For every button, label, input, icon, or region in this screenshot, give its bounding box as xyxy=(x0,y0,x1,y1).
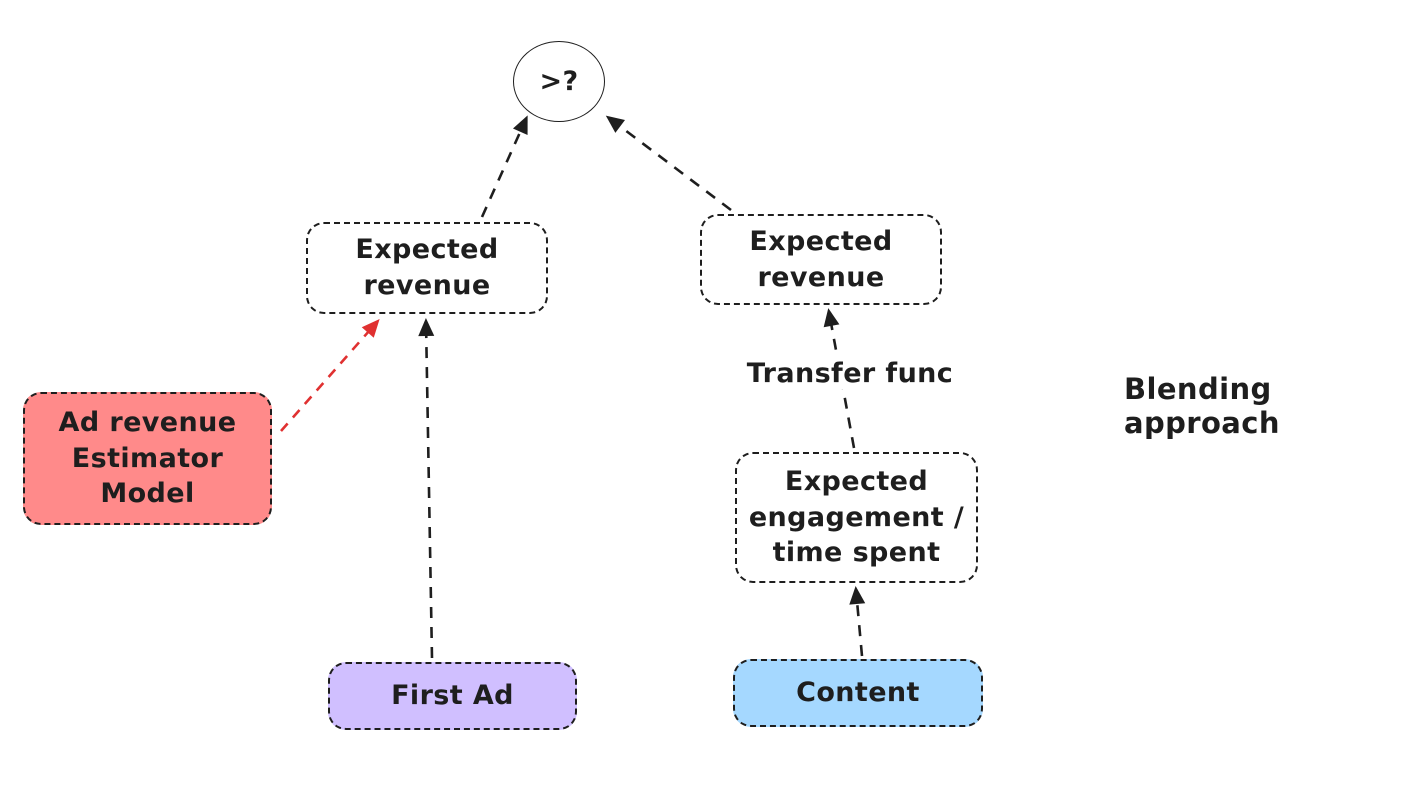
content-label: Content xyxy=(796,677,920,709)
ad-revenue-estimator-label: Ad revenue Estimator Model xyxy=(58,407,237,510)
node-expected-engagement: Expected engagement / time spent xyxy=(735,452,978,583)
arrow-right-revenue-to-comparator xyxy=(605,115,732,212)
node-comparator: >? xyxy=(513,41,605,122)
node-content: Content xyxy=(733,659,983,727)
expected-revenue-right-label: Expected revenue xyxy=(749,225,893,293)
blending-approach-label: Blending approach xyxy=(1124,372,1424,440)
arrow-content-to-engagement xyxy=(849,586,866,657)
expected-revenue-left-label: Expected revenue xyxy=(355,234,499,301)
node-first-ad: First Ad xyxy=(328,662,577,730)
arrow-estimator-to-left-revenue xyxy=(280,318,380,432)
arrow-left-revenue-to-comparator xyxy=(480,115,528,218)
first-ad-label: First Ad xyxy=(391,680,514,712)
expected-engagement-label: Expected engagement / time spent xyxy=(748,466,965,569)
transfer-func-label: Transfer func xyxy=(733,358,967,389)
node-expected-revenue-left: Expected revenue xyxy=(306,222,548,314)
arrow-first-ad-to-left-revenue xyxy=(418,318,435,659)
node-expected-revenue-right: Expected revenue xyxy=(700,214,942,305)
comparator-label: >? xyxy=(539,65,579,97)
node-ad-revenue-estimator: Ad revenue Estimator Model xyxy=(23,392,272,525)
